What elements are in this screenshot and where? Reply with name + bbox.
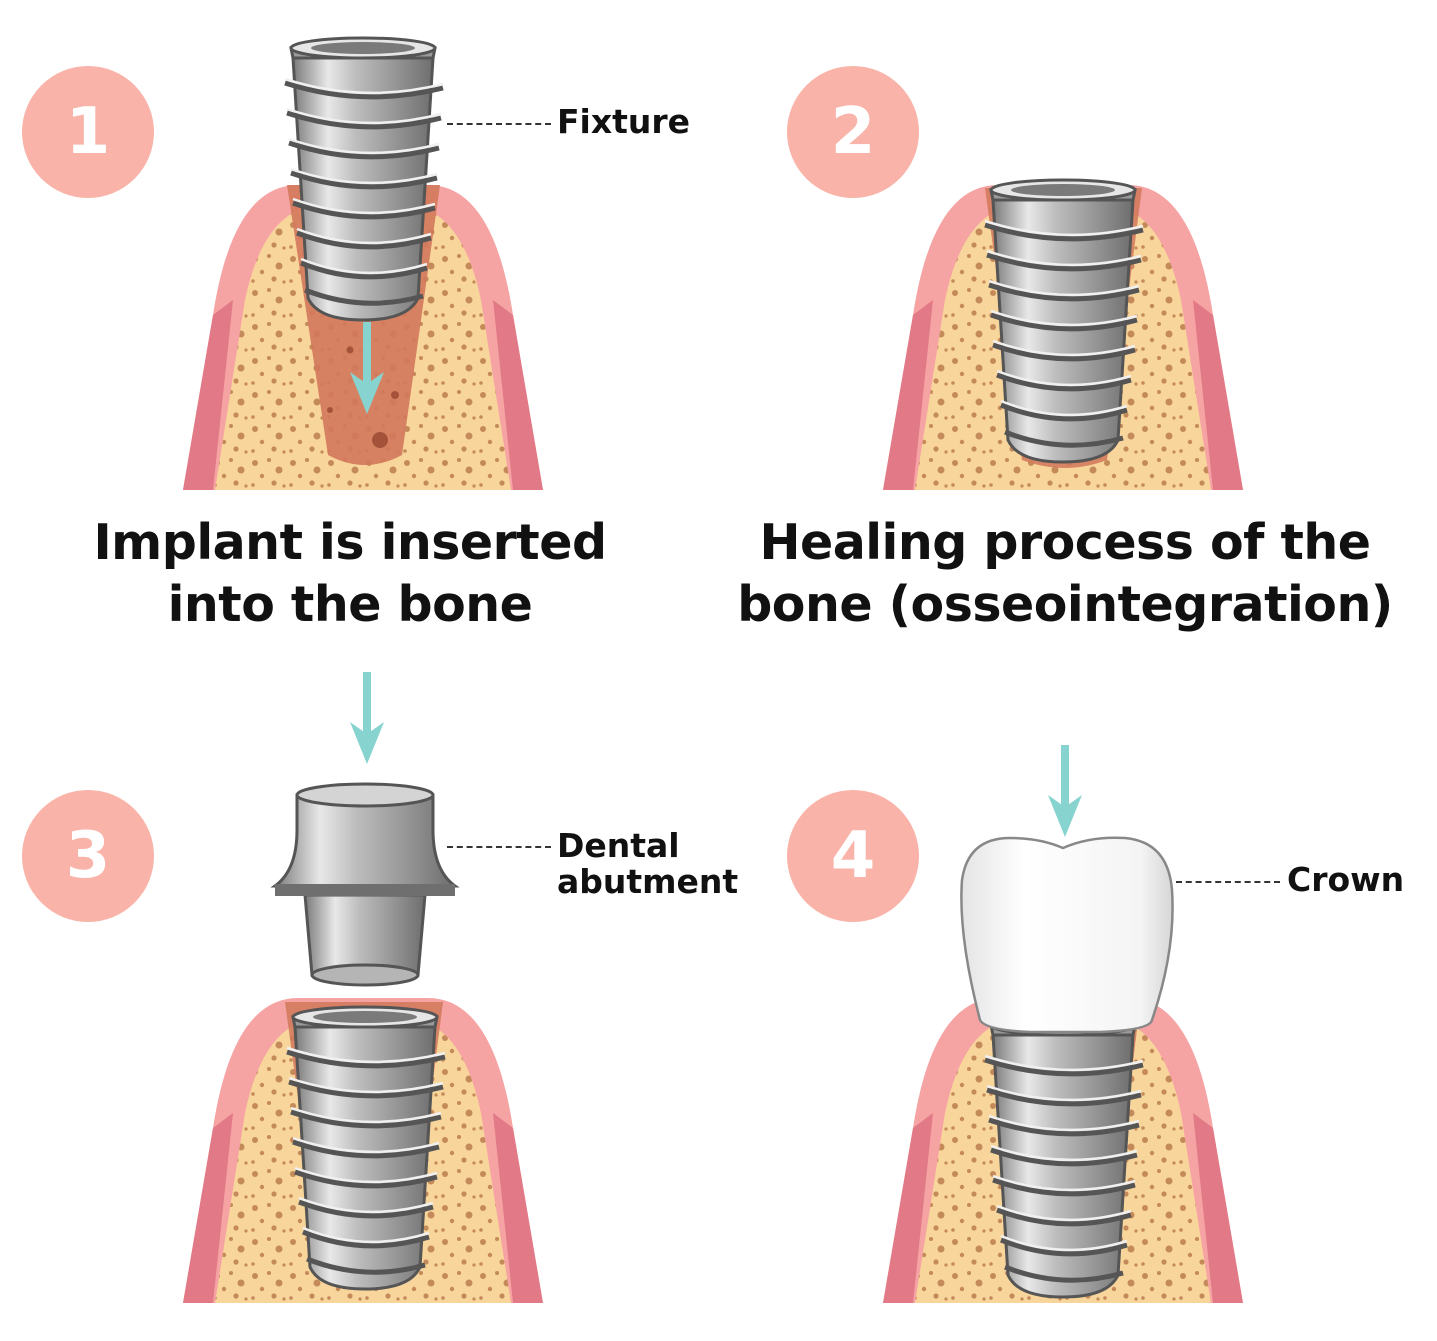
- abutment-label-line-2: abutment: [557, 862, 739, 901]
- step-1-caption-line-1: Implant is inserted: [93, 514, 607, 571]
- step-4-badge: 4: [787, 790, 919, 922]
- fixture-leader-line: [447, 123, 551, 125]
- step-3-badge: 3: [22, 790, 154, 922]
- crown-leader-line: [1176, 881, 1280, 883]
- step-2-illustration: [883, 180, 1243, 490]
- step-2-caption-line-2: bone (osseointegration): [737, 576, 1393, 633]
- crown-label-line-1: Crown: [1287, 860, 1405, 899]
- step-1-illustration: [183, 38, 543, 490]
- crown-shape: [960, 836, 1174, 1034]
- fixture-label: Fixture: [557, 104, 690, 140]
- abutment-label-line-1: Dental: [557, 826, 680, 865]
- step-4-illustration: [883, 745, 1243, 1303]
- abutment-shape: [270, 782, 460, 987]
- step-3-illustration: [183, 672, 543, 1303]
- step-1-caption-line-2: into the bone: [167, 576, 533, 633]
- step-2-badge: 2: [787, 66, 919, 198]
- crown-label: Crown: [1287, 862, 1404, 898]
- fixture-label-line-1: Fixture: [557, 102, 691, 141]
- abutment-label: Dental abutment: [557, 828, 738, 900]
- step-1-caption: Implant is inserted into the bone: [60, 512, 640, 636]
- step-2-caption-line-1: Healing process of the: [759, 514, 1371, 571]
- step-2-caption: Healing process of the bone (osseointegr…: [720, 512, 1410, 636]
- step-1-badge: 1: [22, 66, 154, 198]
- abutment-leader-line: [447, 846, 551, 848]
